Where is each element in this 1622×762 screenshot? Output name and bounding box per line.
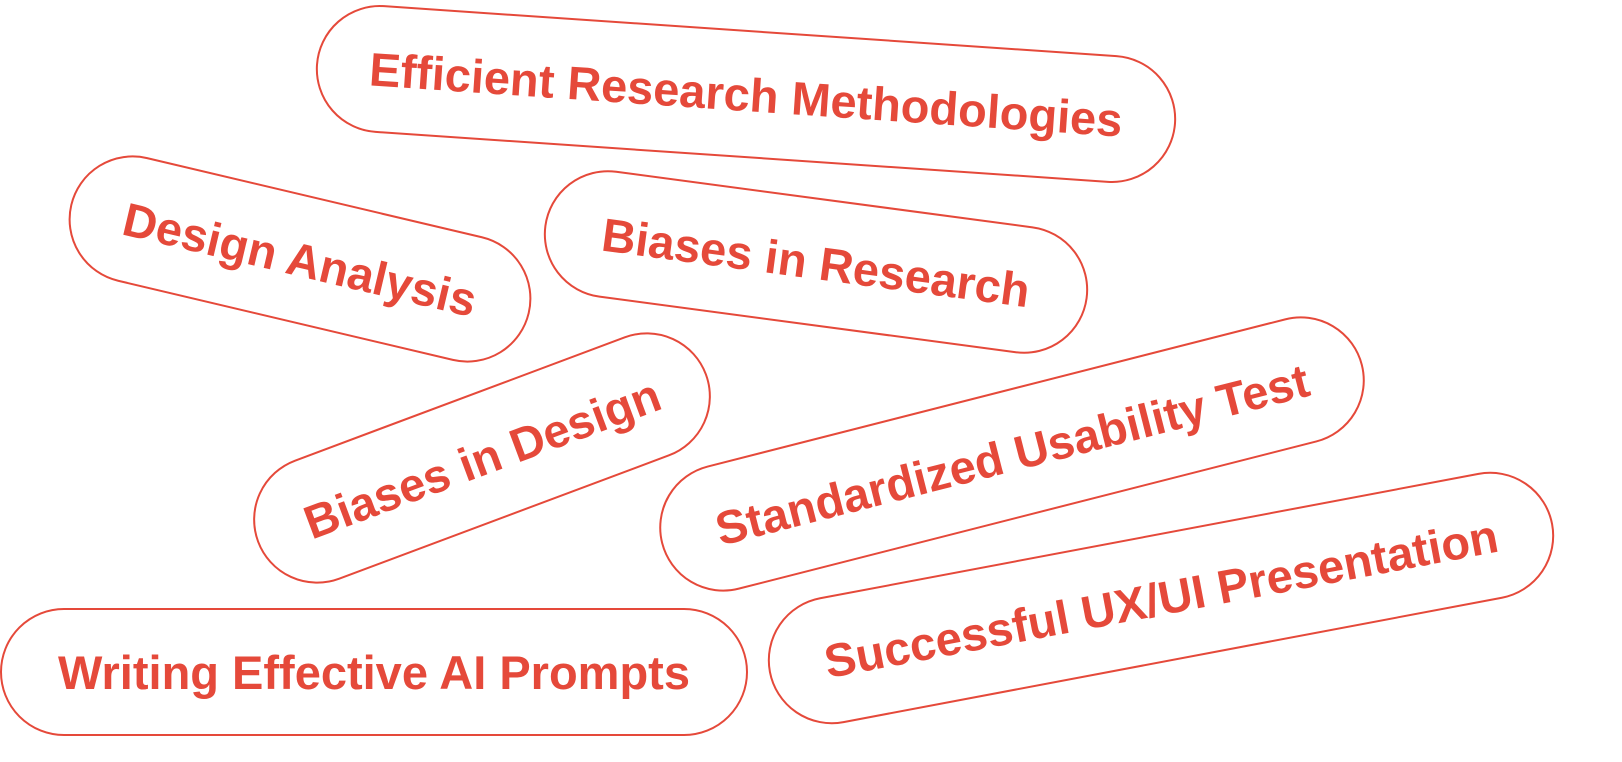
tag-label: Design Analysis xyxy=(118,191,482,327)
tag-design-analysis[interactable]: Design Analysis xyxy=(55,142,545,376)
tag-label: Efficient Research Methodologies xyxy=(367,41,1125,147)
tag-label: Writing Effective AI Prompts xyxy=(58,645,690,699)
tag-biases-in-research[interactable]: Biases in Research xyxy=(535,162,1097,362)
tag-label: Biases in Research xyxy=(598,207,1034,317)
tag-label: Biases in Design xyxy=(296,367,668,549)
tag-writing-effective-ai-prompts[interactable]: Writing Effective AI Prompts xyxy=(0,608,748,736)
tag-efficient-research-methodologies[interactable]: Efficient Research Methodologies xyxy=(311,0,1181,188)
